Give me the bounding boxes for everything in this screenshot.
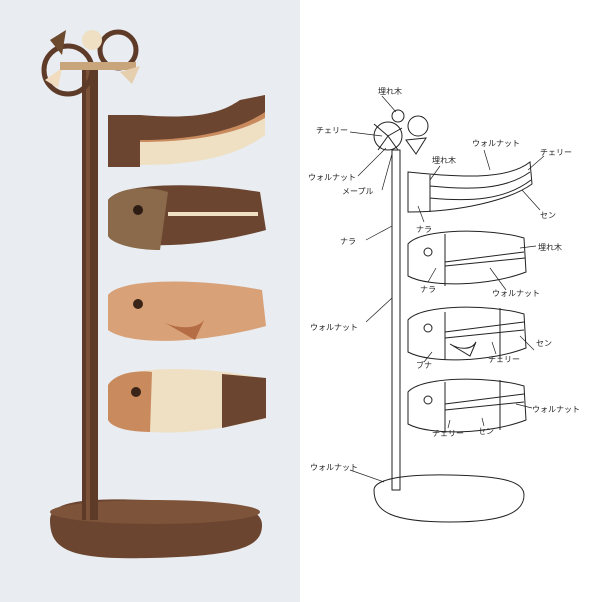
streamer-band-light <box>140 118 265 165</box>
diagram-fish-3-lines <box>444 380 525 432</box>
diagram-top-ball <box>391 109 405 123</box>
streamer-head <box>108 115 140 167</box>
diagram-fish-1 <box>407 230 527 285</box>
diagram-pole <box>391 149 401 491</box>
top-flag-small <box>120 66 140 84</box>
label-cherry-fish3: チェリー <box>432 429 464 438</box>
diagram-pinwheel-left <box>373 121 403 151</box>
label-nara-flag: ナラ <box>416 225 432 234</box>
label-umoregi-fish1: 埋れ木 <box>538 242 562 252</box>
koi-fish-2 <box>108 281 266 341</box>
diagram-fish-1-lines <box>444 234 526 286</box>
diagram-pinwheel-right <box>407 115 429 137</box>
label-maple: メープル <box>342 187 374 196</box>
diagram-streamer-bands <box>429 171 532 212</box>
label-walnut-pole: ウォルナット <box>310 323 358 332</box>
label-umoregi-top: 埋れ木 <box>378 86 402 96</box>
koi-fish-1-belly <box>108 188 168 250</box>
label-cherry-top: チェリー <box>316 126 348 135</box>
pinwheel-blade <box>50 30 66 55</box>
leader-lines <box>349 95 545 483</box>
base-top <box>50 500 260 524</box>
label-cherry-flag: チェリー <box>540 148 572 157</box>
label-sen-fish2: セン <box>536 339 552 348</box>
pinwheel-blade-2 <box>45 68 62 88</box>
diagram-fish-3-eye <box>423 395 433 405</box>
koi-fish-2-fin <box>160 318 205 340</box>
label-buna-fish2: ブナ <box>416 360 432 370</box>
diagram-fish-1-eye <box>423 247 433 257</box>
label-walnut-fish3: ウォルナット <box>532 405 580 414</box>
label-walnut-base: ウォルナット <box>310 463 358 472</box>
top-ball <box>82 30 102 50</box>
koi-fish-1-stripe <box>168 212 258 216</box>
pole-highlight <box>86 70 90 520</box>
label-walnut-top: ウォルナット <box>308 173 356 182</box>
parts-diagram: 埋れ木 チェリー ウォルナット メープル 埋れ木 ウォルナット チェリー セン … <box>308 86 580 523</box>
diagram-blades <box>373 123 403 151</box>
label-nara-pole: ナラ <box>340 237 356 246</box>
koi-fish-2-eye <box>133 299 143 309</box>
diagram-base <box>373 474 525 523</box>
label-cherry-fish2: チェリー <box>488 355 520 364</box>
diagram-fish-2 <box>407 306 527 361</box>
diagram-small-flag <box>405 137 427 155</box>
diagram-fish-3 <box>407 378 527 433</box>
koi-fish-3-eye <box>131 387 141 397</box>
label-walnut-fish1: ウォルナット <box>492 289 540 298</box>
streamer-band-dark <box>140 95 265 140</box>
koi-fish-1-eye <box>133 205 143 215</box>
product-photo <box>0 0 300 602</box>
label-walnut-flag: ウォルナット <box>472 139 520 148</box>
label-nara-fish1: ナラ <box>420 285 436 294</box>
pinwheel-axle <box>60 62 136 70</box>
diagram-fish-2-eye <box>423 323 433 333</box>
label-sen-fish3: セン <box>478 427 494 436</box>
diagram-fish-2-fin <box>449 341 477 357</box>
koi-fish-3-head <box>108 371 152 432</box>
diagram-fish-2-lines <box>444 308 525 360</box>
diagram-streamer <box>407 161 533 213</box>
koi-fish-3-tail <box>222 374 266 428</box>
label-sen-flag: セン <box>540 211 556 220</box>
label-umoregi-flag: 埋れ木 <box>432 155 456 165</box>
